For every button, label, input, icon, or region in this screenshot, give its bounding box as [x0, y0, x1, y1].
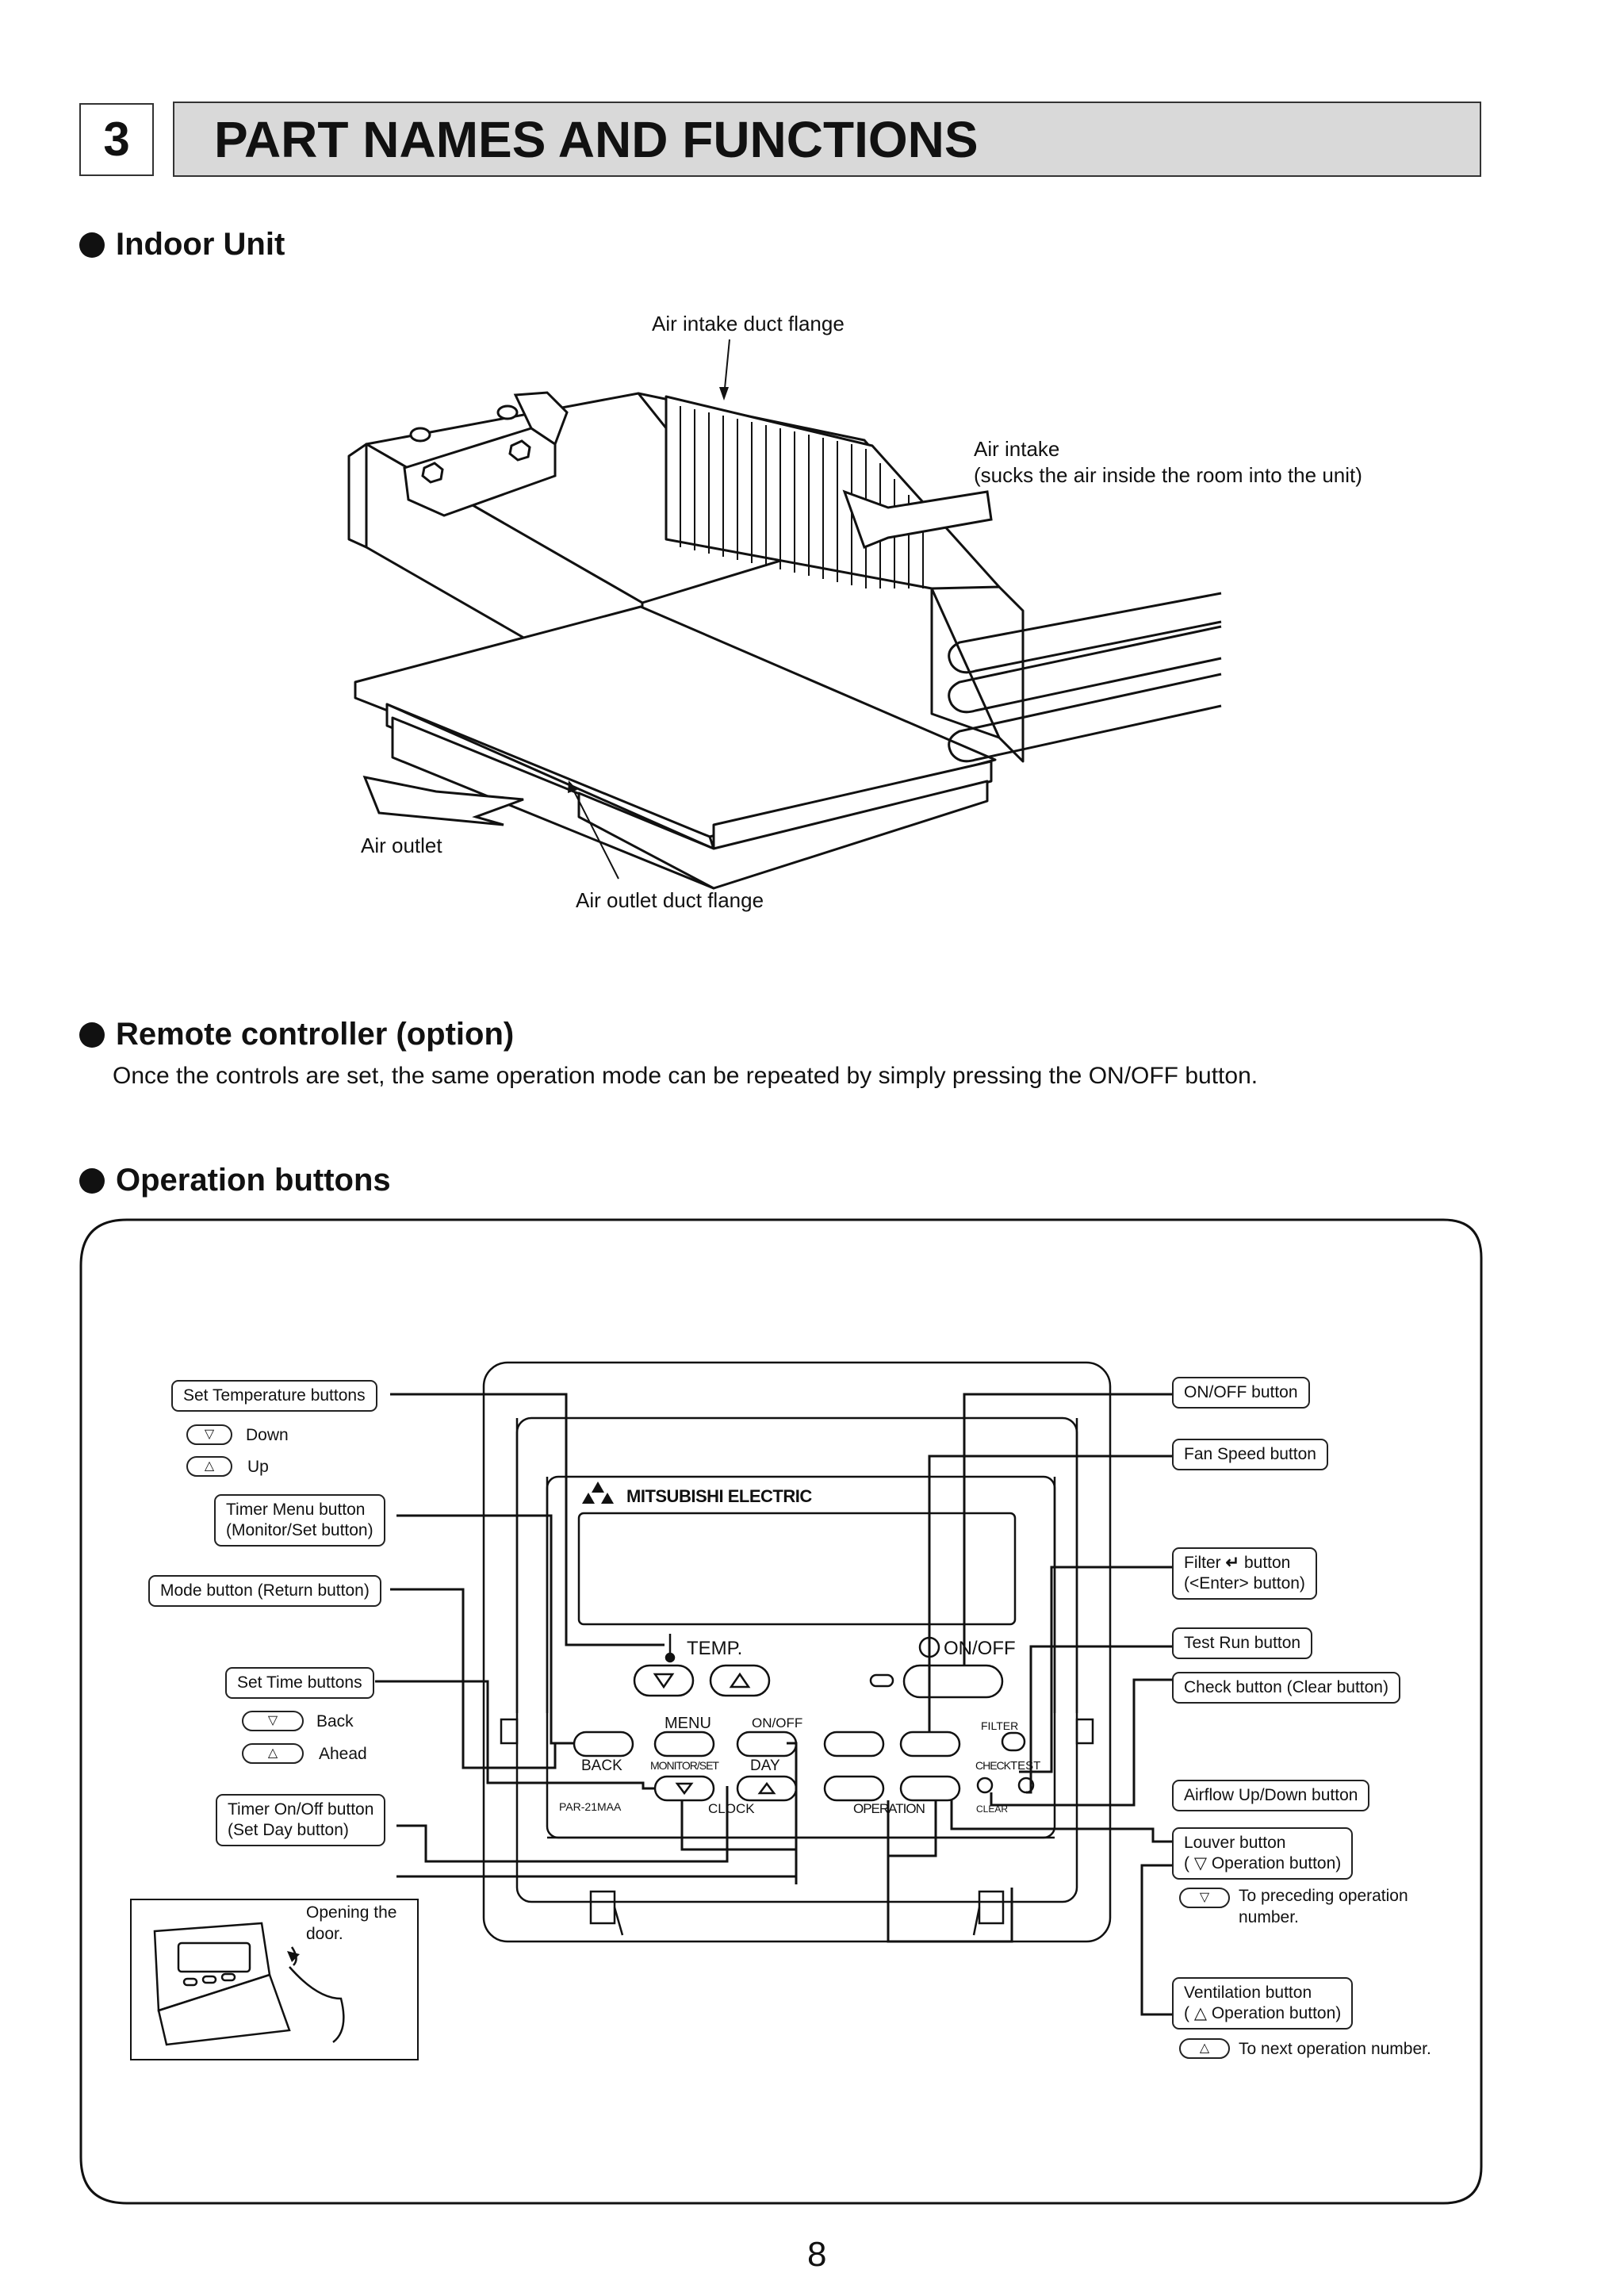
controller-filter-label: FILTER	[981, 1719, 1019, 1732]
vent-paren: (	[1184, 2004, 1189, 2022]
air-outlet-label: Air outlet	[361, 834, 442, 857]
controller-brand: MITSUBISHI ELECTRIC	[626, 1486, 812, 1506]
timer-menu-line2: (Monitor/Set button)	[226, 1521, 373, 1539]
fan-speed-button-callout: Fan Speed button	[1172, 1439, 1328, 1470]
section-title: PART NAMES AND FUNCTIONS	[173, 102, 1481, 177]
remote-controller-heading-text: Remote controller (option)	[116, 1017, 515, 1052]
timer-onoff-button-callout: Timer On/Off button (Set Day button)	[216, 1794, 386, 1846]
test-run-button-callout: Test Run button	[1172, 1627, 1313, 1659]
section-number: 3	[79, 103, 154, 176]
air-outlet-duct-flange-label: Air outlet duct flange	[576, 888, 764, 912]
timer-onoff-line1: Timer On/Off button	[228, 1800, 374, 1819]
filter-button-callout: Filter ↵ button (<Enter> button)	[1172, 1547, 1317, 1600]
timer-menu-line1: Timer Menu button	[226, 1501, 366, 1519]
controller-menu-label: MENU	[665, 1715, 711, 1732]
down-arrow-icon: ▽	[186, 1424, 232, 1445]
set-temperature-buttons-callout: Set Temperature buttons	[171, 1380, 377, 1412]
filter-button-label: button	[1243, 1554, 1291, 1572]
controller-model-label: PAR-21MAA	[559, 1800, 622, 1813]
louver-line1: Louver button	[1184, 1834, 1286, 1852]
down-label: Down	[246, 1426, 289, 1444]
airflow-button-callout: Airflow Up/Down button	[1172, 1780, 1370, 1811]
preceding-line2: number.	[1239, 1908, 1299, 1926]
controller-temp-label: TEMP.	[687, 1638, 743, 1659]
controller-onoff-label: ON/OFF	[944, 1638, 1016, 1659]
filter-line2: (<Enter> button)	[1184, 1574, 1305, 1593]
page-number: 8	[807, 2235, 827, 2274]
controller-check-label: CHECK	[975, 1759, 1011, 1772]
controller-operation-label: OPERATION	[853, 1801, 925, 1816]
bullet-icon	[79, 1167, 105, 1194]
controller-clear-label: CLEAR	[976, 1803, 1009, 1815]
up-arrow-icon: △	[186, 1456, 232, 1477]
louver-line2: ( ▽ Operation button)	[1184, 1853, 1341, 1874]
indoor-unit-heading: Indoor Unit	[79, 227, 285, 263]
bullet-icon	[79, 1022, 105, 1048]
down-triangle-icon: ▽	[1193, 1854, 1207, 1872]
controller-clock-label: CLOCK	[708, 1801, 755, 1816]
preceding-arrow-icon: ▽	[1179, 1888, 1230, 1908]
up-triangle-icon: △	[1193, 2004, 1207, 2022]
vent-line1: Ventilation button	[1184, 1984, 1312, 2002]
set-time-buttons-callout: Set Time buttons	[225, 1667, 374, 1699]
ventilation-button-callout: Ventilation button ( △ Operation button)	[1172, 1977, 1354, 2030]
preceding-label: To preceding operation number.	[1239, 1885, 1408, 1928]
ahead-label: Ahead	[319, 1745, 367, 1763]
back-arrow-icon: ▽	[242, 1711, 304, 1731]
mode-button-callout: Mode button (Return button)	[148, 1575, 381, 1607]
air-intake-label: Air intake	[974, 437, 1060, 461]
louver-operation-label: Operation button)	[1211, 1854, 1342, 1872]
vent-line2: ( △ Operation button)	[1184, 2003, 1341, 2024]
up-label: Up	[247, 1458, 269, 1476]
vent-operation-label: Operation button)	[1211, 2004, 1342, 2022]
controller-back-label: BACK	[581, 1757, 622, 1774]
enter-icon: ↵	[1225, 1554, 1240, 1572]
operation-buttons-heading-text: Operation buttons	[116, 1163, 391, 1198]
filter-line1: Filter ↵ button	[1184, 1553, 1305, 1573]
louver-button-callout: Louver button ( ▽ Operation button)	[1172, 1827, 1354, 1880]
onoff-button-callout: ON/OFF button	[1172, 1377, 1310, 1409]
remote-controller-text: Once the controls are set, the same oper…	[113, 1063, 1258, 1089]
timer-menu-button-callout: Timer Menu button (Monitor/Set button)	[214, 1494, 385, 1547]
ahead-arrow-icon: △	[242, 1743, 304, 1764]
filter-label: Filter	[1184, 1554, 1221, 1572]
air-intake-desc: (sucks the air inside the room into the …	[974, 463, 1362, 487]
controller-test-label: TEST	[1010, 1759, 1041, 1773]
next-arrow-icon: △	[1179, 2038, 1230, 2059]
air-intake-duct-flange-label: Air intake duct flange	[652, 312, 845, 335]
preceding-line1: To preceding operation	[1239, 1887, 1408, 1905]
remote-controller-heading: Remote controller (option)	[79, 1017, 514, 1052]
timer-onoff-line2: (Set Day button)	[228, 1821, 349, 1839]
controller-monitor-set-label: MONITOR/SET	[650, 1759, 719, 1772]
bullet-icon	[79, 232, 105, 258]
opening-door-line2: door.	[306, 1925, 343, 1943]
next-label: To next operation number.	[1239, 2040, 1431, 2058]
indoor-unit-heading-text: Indoor Unit	[116, 227, 285, 262]
controller-timer-onoff-label: ON/OFF	[752, 1715, 803, 1731]
opening-door-label: Opening the door.	[306, 1902, 396, 1945]
back-label: Back	[316, 1712, 354, 1731]
louver-paren: (	[1184, 1854, 1189, 1872]
opening-door-line1: Opening the	[306, 1903, 397, 1922]
controller-day-label: DAY	[750, 1757, 780, 1774]
check-button-callout: Check button (Clear button)	[1172, 1672, 1400, 1704]
operation-buttons-heading: Operation buttons	[79, 1163, 391, 1198]
